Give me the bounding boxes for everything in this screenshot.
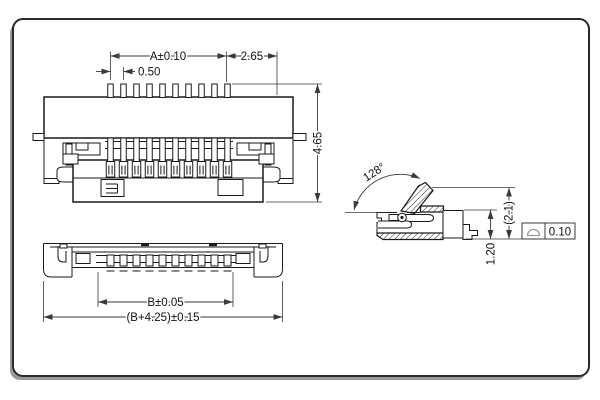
- right-latch-bracket: [236, 142, 275, 166]
- dim-body-height-label: 1.20: [486, 243, 498, 265]
- side-body-outline: [376, 212, 421, 233]
- right-housing-bump: [260, 166, 281, 183]
- left-shell-tab: [32, 133, 45, 141]
- contact-feet-detail: [108, 165, 230, 175]
- bottom-contact-comb: [106, 254, 232, 267]
- dim-pitch-label: 0.50: [138, 67, 160, 79]
- dim-height-label: 4.65: [313, 132, 325, 154]
- dim-flatness-label: 0.10: [549, 227, 571, 239]
- polarity-mark-icon: [106, 183, 118, 194]
- actuator-lever: [399, 181, 434, 215]
- front-view-body: [32, 83, 307, 203]
- bottom-view-dimensions: B±0.05 (B+4.25)±0.15: [43, 272, 283, 326]
- bottom-hatch-section: [376, 232, 444, 241]
- front-view-dimensions: A±0.10 2.65 0.50 4.65: [96, 50, 326, 203]
- top-hatch-section: [419, 205, 445, 213]
- bottom-view: B±0.05 (B+4.25)±0.15: [43, 243, 283, 326]
- extension-lines-bottom: [43, 272, 283, 322]
- right-shell-tab: [292, 133, 307, 141]
- left-inner-step: [75, 253, 91, 264]
- left-hook-cap: [59, 243, 68, 249]
- bottom-view-body: [43, 243, 283, 278]
- left-latch-bracket: [62, 142, 101, 166]
- angle-arc: [353, 172, 421, 211]
- front-view: A±0.10 2.65 0.50 4.65: [32, 50, 326, 203]
- side-view: 128° (2.1) 1.20 0.10: [345, 160, 576, 267]
- contact-tongue: [404, 214, 435, 222]
- connector-upper-body: [43, 96, 294, 139]
- pin-row-top: [107, 83, 231, 98]
- surface-profile-icon: [526, 228, 541, 237]
- rear-mount-foot: [462, 224, 478, 240]
- right-hook-cap: [258, 243, 267, 249]
- left-hook: [57, 246, 67, 263]
- lever-pivot-center: [400, 215, 404, 220]
- dim-a-label: A±0.10: [150, 51, 186, 63]
- right-end-block: [254, 243, 283, 278]
- left-housing-bump: [56, 166, 76, 183]
- side-view-body: [345, 172, 478, 241]
- latch-step: [388, 214, 399, 221]
- vacuum-pick-pad: [217, 179, 244, 196]
- left-end-block: [43, 243, 72, 278]
- dim-open-height-label: (2.1): [504, 201, 516, 225]
- right-hook: [259, 246, 269, 263]
- dim-265-label: 2.65: [241, 51, 263, 63]
- fpc-insertion-slot: [378, 220, 413, 229]
- right-inner-step: [235, 253, 251, 264]
- rear-block: [442, 210, 464, 239]
- dim-overall-label: (B+4.25)±0.15: [126, 312, 199, 324]
- tolerance-frame: 0.10: [521, 222, 576, 240]
- dim-b-label: B±0.05: [147, 297, 183, 309]
